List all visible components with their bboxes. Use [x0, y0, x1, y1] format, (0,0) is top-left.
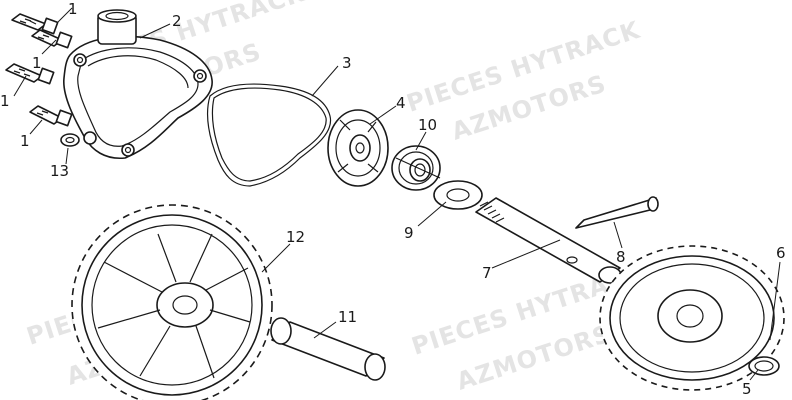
- pump-cover-2: [63, 9, 213, 160]
- callout-6: 6: [776, 244, 786, 262]
- leader-lines: [13, 7, 781, 381]
- bolt-1a: [11, 13, 59, 35]
- axle-11: [270, 317, 386, 381]
- impeller-4: [327, 109, 389, 187]
- callout-1: 1: [20, 132, 30, 150]
- seal-10: [391, 145, 441, 191]
- gasket-3: [207, 83, 332, 187]
- callout-4: 4: [396, 94, 406, 112]
- callout-1: 1: [68, 0, 78, 18]
- bolt-1c: [5, 63, 55, 85]
- callout-1: 1: [0, 92, 10, 110]
- callout-10: 10: [418, 116, 437, 134]
- gear-6: [599, 245, 785, 391]
- callout-3: 3: [342, 54, 352, 72]
- callout-9: 9: [404, 224, 414, 242]
- callout-7: 7: [482, 264, 492, 282]
- callout-2: 2: [172, 12, 182, 30]
- washer-9: [433, 180, 483, 210]
- bolt-1b: [31, 29, 73, 49]
- circlip-5: [748, 356, 780, 376]
- callout-13: 13: [50, 162, 69, 180]
- callout-8: 8: [616, 248, 626, 266]
- bolt-1d: [29, 105, 73, 127]
- callout-5: 5: [742, 380, 752, 398]
- pin-8: [575, 196, 659, 229]
- gear-12: [71, 204, 273, 400]
- callout-1: 1: [32, 54, 42, 72]
- callout-12: 12: [286, 228, 305, 246]
- callout-11: 11: [338, 308, 357, 326]
- shaft-7: [475, 197, 622, 284]
- washer-13: [60, 133, 80, 147]
